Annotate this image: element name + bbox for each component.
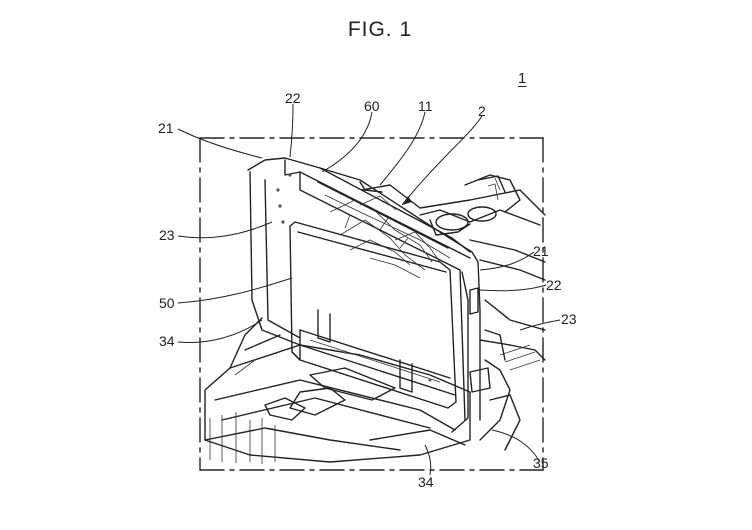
label-23-left: 23 — [159, 227, 175, 243]
leader-lines — [177, 103, 561, 476]
label-34-left: 34 — [159, 333, 175, 349]
window-hatch — [324, 194, 451, 279]
floor-tray — [204, 317, 471, 464]
label-22-right: 22 — [546, 277, 562, 293]
seat-back-frame — [247, 157, 481, 433]
label-21-right: 21 — [533, 243, 549, 259]
figure-title: FIG. 1 — [347, 18, 413, 41]
figure-reference-number: 1 — [518, 70, 527, 87]
label-34-bottom: 34 — [418, 474, 434, 490]
rear-deck-structure — [359, 174, 546, 451]
label-21-upper-left: 21 — [158, 120, 174, 136]
cutaway-frame — [199, 137, 544, 471]
label-2: 2 — [478, 103, 486, 119]
label-50: 50 — [159, 295, 175, 311]
seat-cushion-panel — [289, 221, 457, 409]
label-23-right: 23 — [561, 311, 577, 327]
label-35: 35 — [533, 455, 549, 471]
label-11: 11 — [418, 98, 433, 114]
label-60: 60 — [364, 98, 380, 114]
label-22-top: 22 — [285, 90, 301, 106]
